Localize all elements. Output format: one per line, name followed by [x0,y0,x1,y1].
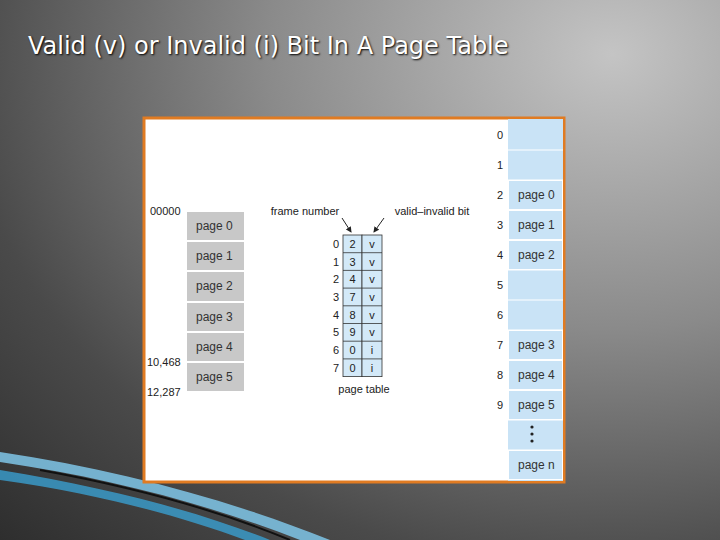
leader-arrow [374,218,384,232]
box-text: page 0 [518,188,555,202]
memory-separators [508,150,563,450]
page-index: 3 [333,291,339,303]
frame-index: 3 [497,219,503,231]
memory-column [508,119,563,481]
frame-box: page 5 [508,390,563,420]
valid-bit: v [369,273,375,285]
frame-index: 0 [497,129,503,141]
table-caption: page table [338,383,389,395]
frame-number: 8 [349,309,355,321]
address-label: 10,468 [147,356,181,368]
page-index: 6 [333,344,339,356]
frame-number: 9 [349,326,355,338]
valid-bit: i [371,344,373,356]
logical-page-box: page 0 [186,211,245,241]
slide-title: Valid (v) or Invalid (i) Bit In A Page T… [28,32,509,60]
valid-bit: v [369,309,375,321]
frame-box: page 2 [508,240,563,270]
box-text: page 1 [518,218,555,232]
frame-box: page 1 [508,210,563,240]
box-text: page 5 [518,398,555,412]
valid-bit: v [369,291,375,303]
box-text: page 0 [196,219,233,233]
box-text: page 2 [196,279,233,293]
page-table-grid [343,235,382,377]
frame-number: 7 [349,291,355,303]
frame-box: page 3 [508,330,563,360]
logical-page-box: page 3 [186,302,245,332]
logical-page-box: page 4 [186,332,245,362]
frame-number: 4 [349,273,355,285]
page-index: 1 [333,256,339,268]
frame-box: page 0 [508,180,563,210]
page-index: 5 [333,326,339,338]
box-text: page 2 [518,248,555,262]
box-text: page 3 [196,310,233,324]
frame-number: 3 [349,256,355,268]
figure-panel [144,118,564,482]
frame-index: 2 [497,189,503,201]
box-text: page 4 [196,340,233,354]
frame-index: 4 [497,249,503,261]
valid-bit: i [371,362,373,374]
ellipsis-dots [530,425,533,442]
frame-index: 5 [497,279,503,291]
frame-index: 8 [497,369,503,381]
column-heading: valid–invalid bit [395,205,470,217]
box-text: page 4 [518,368,555,382]
logical-page-box: page 5 [186,362,245,392]
frame-index: 6 [497,309,503,321]
frame-index: 7 [497,339,503,351]
box-text: page 5 [196,370,233,384]
frame-index: 1 [497,159,503,171]
valid-bit: v [369,238,375,250]
frame-box: page 4 [508,360,563,390]
box-text: page n [518,458,555,472]
page-index: 2 [333,273,339,285]
page-index: 7 [333,362,339,374]
valid-bit: v [369,256,375,268]
leader-arrow [342,218,351,232]
frame-index: 9 [497,399,503,411]
valid-bit: v [369,326,375,338]
page-index: 0 [333,238,339,250]
logical-page-box: page 1 [186,241,245,271]
frame-number: 0 [349,344,355,356]
address-label: 12,287 [147,386,181,398]
frame-number: 0 [349,362,355,374]
column-heading: frame number [271,205,339,217]
box-text: page 1 [196,249,233,263]
address-label: 00000 [150,205,181,217]
frame-box: page n [508,450,563,480]
frame-number: 2 [349,238,355,250]
box-text: page 3 [518,338,555,352]
logical-page-box: page 2 [186,271,245,301]
page-index: 4 [333,309,339,321]
